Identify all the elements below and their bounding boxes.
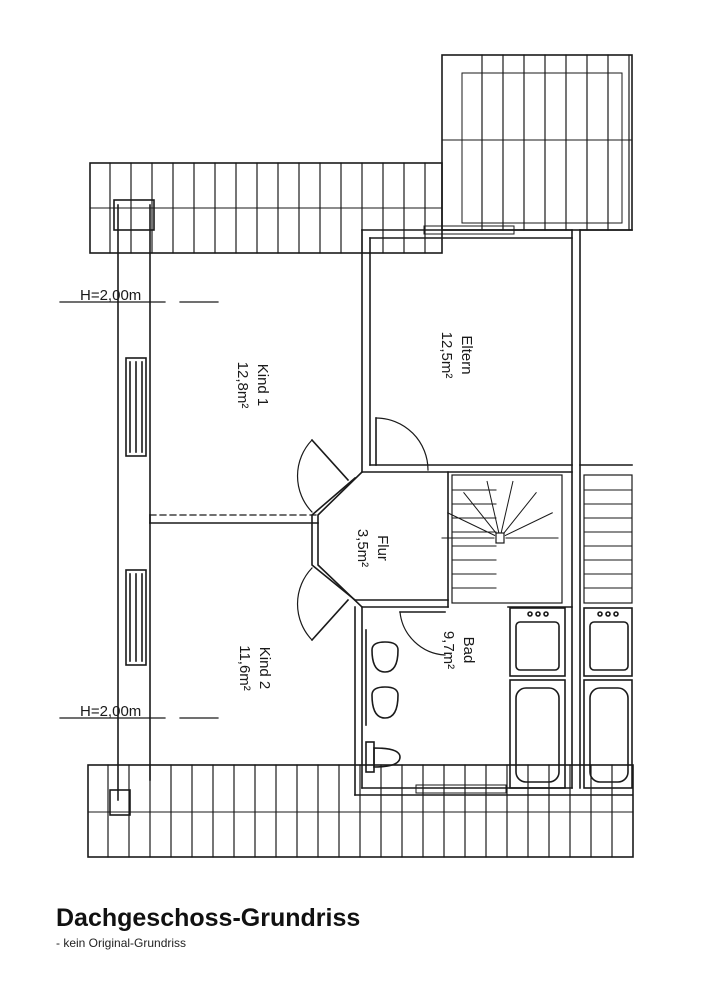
room-label-flur: Flur 3,5m² [354, 529, 391, 567]
room-area-bad: 9,7m² [440, 631, 457, 669]
height-label-bottom: H=2,00m [80, 703, 141, 720]
door-kind1 [296, 438, 350, 513]
slat-line [503, 491, 537, 535]
room-name-bad: Bad [460, 637, 477, 664]
room-area-flur: 3,5m² [354, 529, 371, 567]
room-name-eltern: Eltern [458, 335, 475, 374]
door-kind2 [296, 567, 350, 642]
room-name-kind2: Kind 2 [256, 647, 273, 690]
roof-band-top-left [89, 162, 443, 254]
kind-separation-wall [149, 514, 319, 524]
room-name-flur: Flur [374, 535, 391, 561]
flur-walls [311, 470, 449, 609]
slat-line [486, 480, 500, 533]
door-eltern [375, 417, 429, 471]
left-outer-wall [109, 199, 155, 816]
room-area-eltern: 12,5m² [438, 332, 455, 379]
staircase [441, 474, 563, 604]
room-area-kind2: 11,6m² [236, 645, 253, 691]
toilet [365, 741, 401, 773]
room-label-kind1: Kind 1 12,8m² [234, 362, 271, 409]
party-wall [571, 229, 633, 789]
room-label-kind2: Kind 2 11,6m² [236, 645, 273, 691]
kitchen-stove [509, 607, 633, 677]
room-label-bad: Bad 9,7m² [440, 631, 477, 669]
plan-title: Dachgeschoss-Grundriss [56, 904, 361, 932]
height-mark-top: H=2,00m [80, 287, 141, 304]
room-name-kind1: Kind 1 [254, 364, 271, 407]
door-bad [399, 611, 446, 656]
roof-band-bottom [87, 764, 634, 858]
slat-line [504, 512, 553, 537]
window-kind1 [125, 357, 147, 457]
room-label-eltern: Eltern 12,5m² [438, 332, 475, 379]
slat-line [463, 491, 497, 535]
height-label-top: H=2,00m [80, 287, 141, 304]
bathtub [509, 679, 633, 789]
room-area-kind1: 12,8m² [234, 362, 251, 409]
roof-band-top-right [441, 54, 633, 231]
slat-line [447, 512, 496, 537]
plan-subtitle: - kein Original-Grundriss [56, 936, 187, 950]
washbasins [365, 629, 399, 726]
eltern-walls [361, 225, 573, 473]
height-mark-bottom: H=2,00m [80, 703, 141, 720]
slat-line [500, 480, 514, 533]
staircase-neighbor [583, 474, 633, 604]
window-kind2 [125, 569, 147, 666]
